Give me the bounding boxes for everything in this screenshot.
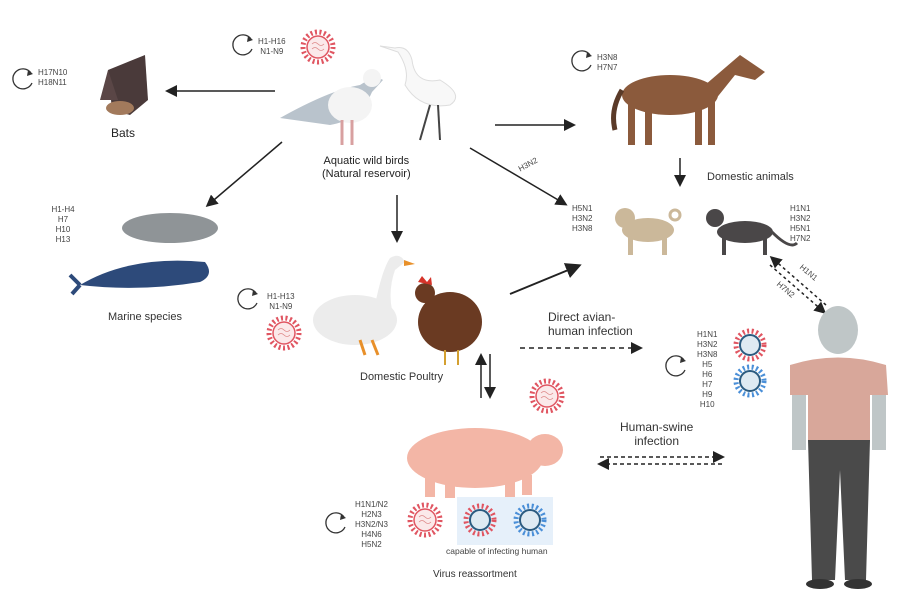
- whale-icon: [68, 260, 209, 296]
- arrow-birds-to-marine: [205, 141, 283, 207]
- direct-avian-human-label: Direct avian- human infection: [548, 310, 633, 338]
- arrow-birds-to-dog: [469, 147, 568, 206]
- horse-subtypes: H3N8 H7N7: [597, 53, 618, 72]
- human-swine-label: Human-swine infection: [620, 420, 694, 448]
- marine-subtypes: H1-H4 H7 H10 H13: [51, 205, 75, 244]
- rooster-icon: [415, 276, 482, 365]
- horse-icon: [611, 55, 765, 145]
- poultry-subtypes: H1-H13 N1-N9: [267, 292, 295, 311]
- wild-birds-subtypes: H1-H16 N1-N9: [258, 37, 286, 56]
- virus-reassortment-label: Virus reassortment: [433, 569, 517, 580]
- replication-loop-icon: [237, 288, 259, 310]
- human-subtypes: H1N1 H3N2 H3N8 H5 H6 H7 H9 H10: [697, 330, 718, 409]
- swine-subtypes: H1N1/N2 H2N3 H3N2/N3 H4N6 H5N2: [355, 500, 388, 549]
- arrow-poultry-to-domestic: [509, 263, 582, 295]
- virus-icon: [410, 505, 440, 535]
- pig-icon: [407, 428, 563, 498]
- virus-icon: [303, 32, 333, 62]
- virus-icon: [532, 381, 562, 411]
- replication-loop-icon: [325, 512, 347, 534]
- capable-of-infecting-human-label: capable of infecting human: [446, 546, 548, 556]
- virus-icon: [736, 367, 764, 395]
- marine-species-label: Marine species: [108, 311, 182, 323]
- goose-icon: [313, 255, 415, 356]
- arrows: [165, 85, 827, 470]
- virus-icon: [269, 318, 299, 348]
- wild-birds-label: Aquatic wild birds (Natural reservoir): [322, 155, 411, 180]
- human-figure-icon: [790, 306, 888, 589]
- cat-subtypes: H1N1 H3N2 H5N1 H7N2: [790, 204, 811, 243]
- replication-loop-icon: [12, 68, 34, 90]
- bat-icon: [100, 55, 148, 115]
- domestic-poultry-label: Domestic Poultry: [360, 371, 444, 383]
- cat-icon: [706, 209, 799, 255]
- replication-loop-icon: [232, 34, 254, 56]
- gull-icon: [280, 69, 383, 145]
- virus-icon: [736, 331, 764, 359]
- dog-icon: [615, 208, 682, 255]
- dog-subtypes: H5N1 H3N2 H3N8: [572, 204, 593, 233]
- manatee-icon: [122, 213, 218, 243]
- egret-icon: [379, 45, 457, 141]
- bats-label: Bats: [111, 126, 136, 140]
- bats-subtypes: H17N10 H18N11: [38, 68, 68, 87]
- replication-loop-icon: [665, 355, 687, 377]
- domestic-animals-label: Domestic animals: [707, 171, 794, 183]
- replication-loop-icon: [571, 50, 593, 72]
